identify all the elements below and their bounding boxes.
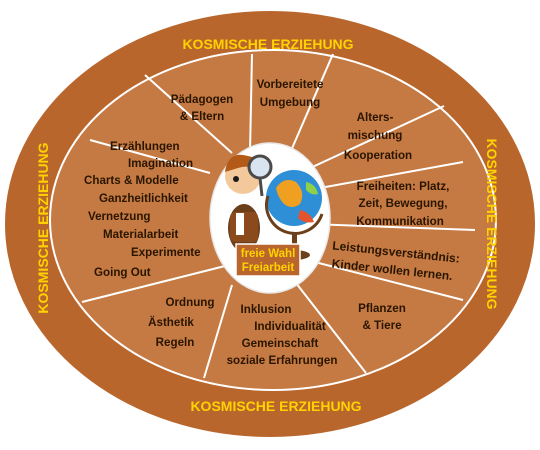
segment-text: Zeit, Bewegung,: [359, 197, 448, 210]
segment-text: Umgebung: [260, 96, 321, 109]
segment-text: Going Out: [94, 266, 151, 279]
segment-text: Vernetzung: [88, 210, 151, 223]
segment-text: Pädagogen: [171, 93, 234, 106]
segment-text: & Tiere: [362, 319, 402, 332]
segment-text: Individualität: [254, 320, 326, 333]
segment-erzaehlungen: Erzählungen Imagination Charts & Modelle…: [84, 140, 201, 279]
segment-text: Vorbereitete: [257, 78, 324, 91]
segment-ordnung: Ordnung Ästhetik Regeln: [148, 296, 214, 349]
center-label-freiarbeit: Freiarbeit: [242, 262, 295, 274]
segment-text: Ordnung: [166, 296, 215, 309]
ring-label-left: KOSMISCHE ERZIEHUNG: [35, 142, 51, 313]
segment-text: Erzählungen: [110, 140, 180, 153]
segment-text: Alters-: [357, 111, 394, 124]
segment-text: Imagination: [128, 157, 193, 170]
segment-pflanzen-tiere: Pflanzen & Tiere: [358, 302, 406, 332]
segment-text: Charts & Modelle: [84, 174, 179, 187]
segment-text: mischung: [348, 129, 403, 142]
segment-text: Materialarbeit: [103, 228, 179, 241]
ring-label-top: KOSMISCHE ERZIEHUNG: [182, 36, 353, 52]
segment-text: Freiheiten: Platz,: [357, 180, 450, 193]
segment-inklusion: Inklusion Individualität Gemeinschaft so…: [227, 303, 338, 367]
segment-paedagogen-eltern: Pädagogen & Eltern: [171, 93, 234, 123]
center-label-box: [235, 243, 301, 277]
boy-with-magnifier-icon: [225, 154, 273, 258]
ring-label-bottom: KOSMISCHE ERZIEHUNG: [190, 398, 361, 414]
segment-altersmischung: Alters- mischung Kooperation: [344, 111, 412, 162]
segment-text: soziale Erfahrungen: [227, 354, 338, 367]
segment-text: Kommunikation: [356, 215, 444, 228]
segment-text: Inklusion: [241, 303, 292, 316]
segment-text: Ästhetik: [148, 316, 194, 329]
segment-text: Kooperation: [344, 149, 412, 162]
segment-freiheiten: Freiheiten: Platz, Zeit, Bewegung, Kommu…: [356, 180, 449, 228]
segment-text: Pflanzen: [358, 302, 406, 315]
segment-text: & Eltern: [180, 110, 224, 123]
segment-dividers: [81, 53, 476, 379]
segment-vorbereitete-umgebung: Vorbereitete Umgebung: [257, 78, 324, 109]
ring-label-right: KOSMISCHE ERZIEHUNG: [484, 138, 500, 309]
center-label-freie-wahl: freie Wahl: [241, 248, 296, 260]
segment-text: Ganzheitlichkeit: [99, 192, 188, 205]
segment-text: Regeln: [156, 336, 195, 349]
segment-text: Experimente: [131, 246, 201, 259]
segment-text: Gemeinschaft: [242, 337, 319, 350]
